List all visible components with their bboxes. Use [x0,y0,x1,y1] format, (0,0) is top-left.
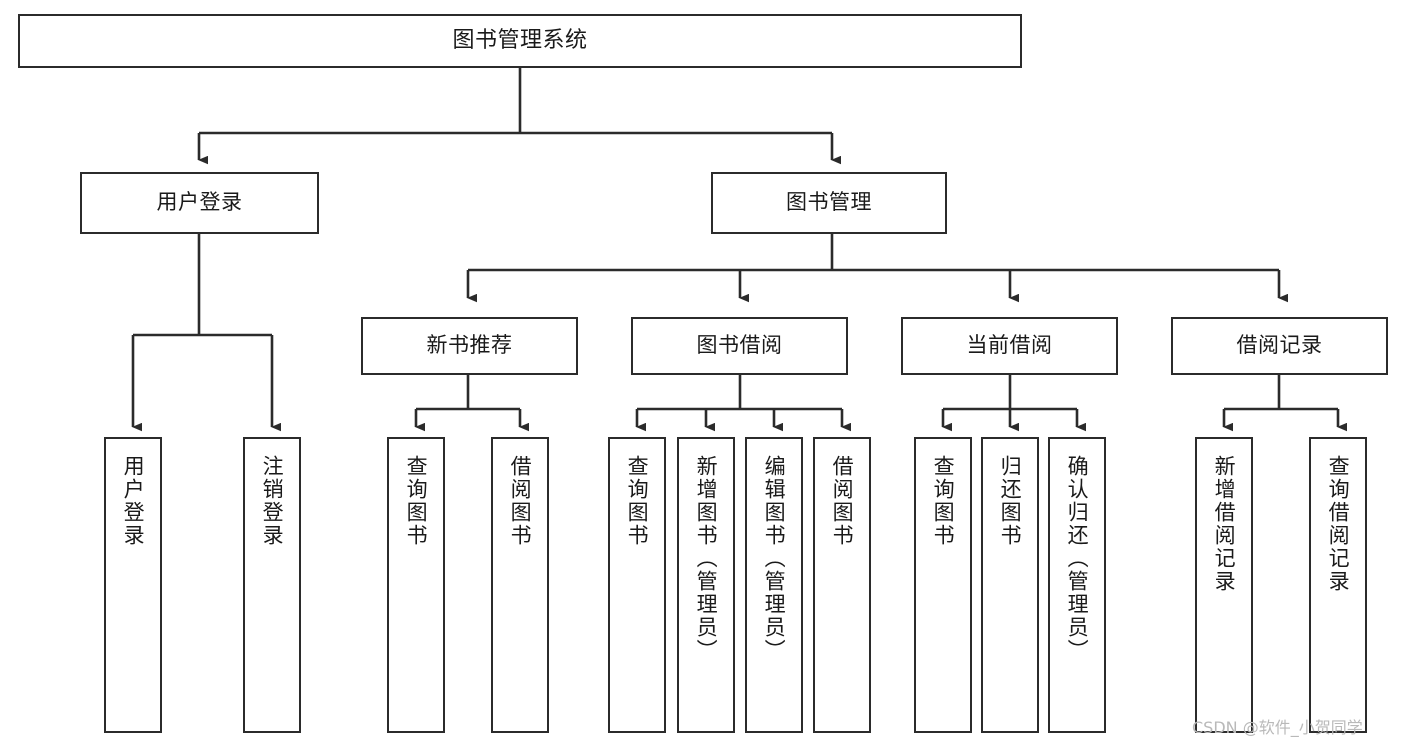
node-label: 图书管理 [786,190,872,215]
node-leaf-query-book-current[interactable]: 查询图书 [914,437,972,733]
node-label: 借阅图书 [830,455,855,547]
node-label: 编辑图书（管理员） [762,455,787,662]
node-leaf-logout-login[interactable]: 注销登录 [243,437,301,733]
node-label: 图书管理系统 [452,27,588,53]
node-leaf-borrow-book-borrow[interactable]: 借阅图书 [813,437,871,733]
node-label: 新书推荐 [426,333,513,358]
node-label: 图书借阅 [696,333,783,358]
node-root-book-management-system[interactable]: 图书管理系统 [18,14,1022,68]
node-leaf-edit-book-admin[interactable]: 编辑图书（管理员） [745,437,803,733]
node-leaf-return-book[interactable]: 归还图书 [981,437,1039,733]
node-label: 查询图书 [625,455,650,547]
node-book-borrow[interactable]: 图书借阅 [631,317,848,375]
node-leaf-add-book-admin[interactable]: 新增图书（管理员） [677,437,735,733]
node-borrow-record[interactable]: 借阅记录 [1171,317,1388,375]
node-leaf-query-book-recommend[interactable]: 查询图书 [387,437,445,733]
node-label: 注销登录 [260,455,285,547]
node-leaf-query-book-borrow[interactable]: 查询图书 [608,437,666,733]
node-label: 查询图书 [404,455,429,547]
node-leaf-user-login[interactable]: 用户登录 [104,437,162,733]
node-label: 归还图书 [998,455,1023,547]
node-label: 借阅记录 [1236,333,1323,358]
node-label: 用户登录 [156,190,243,215]
node-label: 查询借阅记录 [1326,455,1351,593]
node-label: 新增图书（管理员） [694,455,719,662]
node-leaf-add-borrow-record[interactable]: 新增借阅记录 [1195,437,1253,733]
node-leaf-borrow-book-recommend[interactable]: 借阅图书 [491,437,549,733]
node-label: 当前借阅 [966,333,1053,358]
node-label: 查询图书 [931,455,956,547]
node-label: 新增借阅记录 [1212,455,1237,593]
node-new-book-recommend[interactable]: 新书推荐 [361,317,578,375]
node-leaf-query-borrow-record[interactable]: 查询借阅记录 [1309,437,1367,733]
node-label: 确认归还（管理员） [1065,455,1090,662]
node-label: 用户登录 [121,455,146,547]
node-label: 借阅图书 [508,455,533,547]
node-book-management[interactable]: 图书管理 [711,172,947,234]
node-leaf-confirm-return-admin[interactable]: 确认归还（管理员） [1048,437,1106,733]
node-user-login[interactable]: 用户登录 [80,172,319,234]
csdn-watermark: CSDN @软件_小贺同学 [1192,718,1363,737]
node-current-borrow[interactable]: 当前借阅 [901,317,1118,375]
